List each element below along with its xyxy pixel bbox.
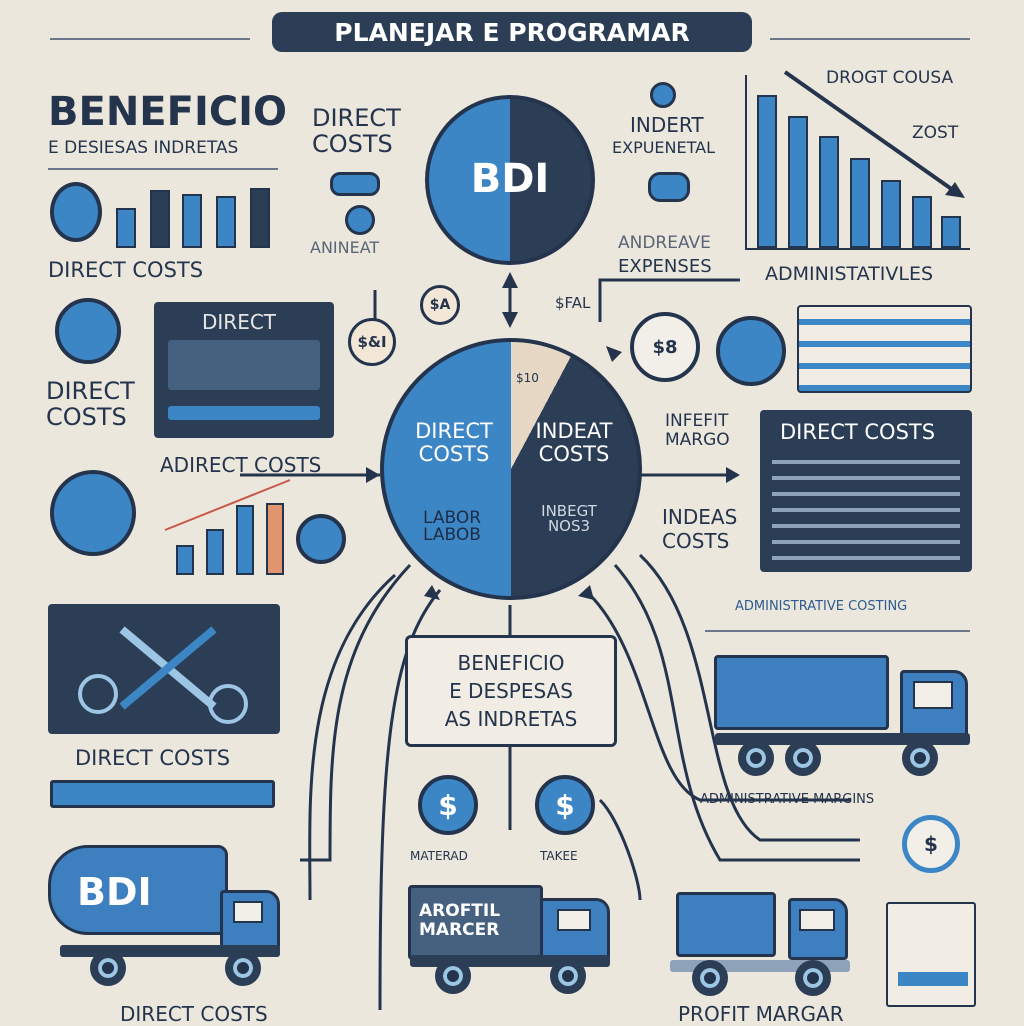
bottom-label: PROFIT MARGAR — [678, 1002, 844, 1026]
coin-icon — [50, 182, 102, 242]
gear-icon — [345, 205, 375, 235]
wheel — [225, 950, 261, 986]
chart-title: DROGT COUSA — [826, 68, 954, 88]
bdi-circle: BDI — [425, 95, 595, 265]
badge-right: $FAL — [555, 294, 591, 312]
trend-label: ADIRECT COSTS — [160, 453, 322, 477]
wheel — [435, 958, 471, 994]
pie-chart: DIRECT COSTS INDEAT COSTS LABOR LABOB IN… — [380, 338, 642, 600]
top-sub: ANINEAT — [310, 238, 380, 257]
dollar-icon: $ — [902, 815, 960, 873]
bottom-label: DIRECT COSTS — [120, 1002, 268, 1026]
info-box: BENEFICIO E DESPESAS AS INDRETAS — [405, 635, 617, 747]
chart-axis — [745, 75, 747, 250]
truck-cab — [220, 890, 280, 950]
slice-left-sub: LABOR LABOB — [422, 508, 482, 545]
panel-title: DIRECT — [202, 310, 277, 334]
divider — [705, 630, 970, 632]
truck-cab — [788, 898, 848, 960]
globe-icon — [50, 470, 136, 556]
truck-text: AROFTIL MARCER — [419, 901, 501, 940]
mid-label-1: ANDREAVE — [618, 233, 711, 253]
wheel — [550, 958, 586, 994]
dollar-icon — [55, 298, 121, 364]
coin-icon: $8 — [630, 312, 700, 382]
wheel — [902, 740, 938, 776]
tanker-truck: BDI — [48, 845, 228, 935]
small-slice-label: $10 — [516, 371, 539, 385]
toggle-icon — [330, 172, 380, 196]
page-title: PLANEJAR E PROGRAMAR — [334, 17, 690, 47]
table-title: DIRECT COSTS — [780, 420, 936, 444]
top-label: DIRECT COSTS — [312, 104, 401, 159]
trend-chart — [172, 500, 292, 575]
wheel — [738, 740, 774, 776]
heading: BENEFICIO — [48, 89, 288, 135]
bar-chart-small — [112, 188, 272, 248]
badge-left: $&I — [348, 318, 396, 366]
top-label-2: EXPUENETAL — [612, 138, 716, 157]
wheel — [692, 960, 728, 996]
direct-costs-table: DIRECT COSTS — [760, 410, 972, 572]
coin-left-label: MATERAD — [410, 849, 468, 863]
tools-panel — [48, 604, 280, 734]
truck-cargo: AROFTIL MARCER — [408, 885, 543, 960]
coin-icon — [296, 514, 346, 564]
truck-cab — [540, 898, 610, 960]
divider — [770, 38, 970, 40]
truck-cab — [900, 670, 968, 738]
caption: ADMINISTRATIVE COSTING — [735, 599, 908, 614]
divider — [50, 38, 250, 40]
chart-sub: ZOST — [912, 123, 959, 143]
coin-right-label: TAKEE — [540, 849, 578, 863]
side-label: DIRECT COSTS — [46, 377, 135, 432]
slice-right-label: INDEAT COSTS — [535, 419, 613, 467]
bars-label: DIRECT COSTS — [48, 258, 204, 282]
truck-cargo — [714, 655, 889, 730]
slice-left-label: DIRECT COSTS — [415, 419, 493, 467]
margins-label: ADMINISTRATIVE MARGINS — [700, 792, 875, 807]
slice-right-sub: INBEGT NOS3 — [541, 502, 597, 535]
wheel — [90, 950, 126, 986]
tools-label: DIRECT COSTS — [75, 746, 231, 770]
chart-xlabel: ADMINISTATIVLES — [765, 263, 934, 285]
ruler-icon — [50, 780, 275, 808]
mid-label-2: EXPENSES — [618, 256, 712, 277]
wheel — [795, 960, 831, 996]
truck-label: BDI — [77, 870, 152, 914]
dashboard-panel: DIRECT — [154, 302, 334, 438]
truck-cargo — [676, 892, 776, 957]
descending-bar-chart — [755, 95, 965, 248]
dollar-coin-icon: $ — [535, 775, 595, 835]
clipboard-icon — [886, 902, 976, 1007]
chart-axis — [745, 248, 970, 250]
subheading: E DESIESAS INDRETAS — [48, 138, 239, 158]
badge-mid: $A — [420, 285, 460, 325]
bdi-label: BDI — [470, 156, 550, 202]
data-table-small — [797, 305, 972, 393]
divider — [48, 168, 278, 170]
coin-icon — [650, 82, 676, 108]
link-icon — [648, 172, 690, 202]
top-label-1: INDERT — [630, 113, 704, 137]
title-banner: PLANEJAR E PROGRAMAR — [272, 12, 752, 52]
dollar-coin-icon: $ — [418, 775, 478, 835]
wheel — [785, 740, 821, 776]
target-icon — [716, 316, 786, 386]
